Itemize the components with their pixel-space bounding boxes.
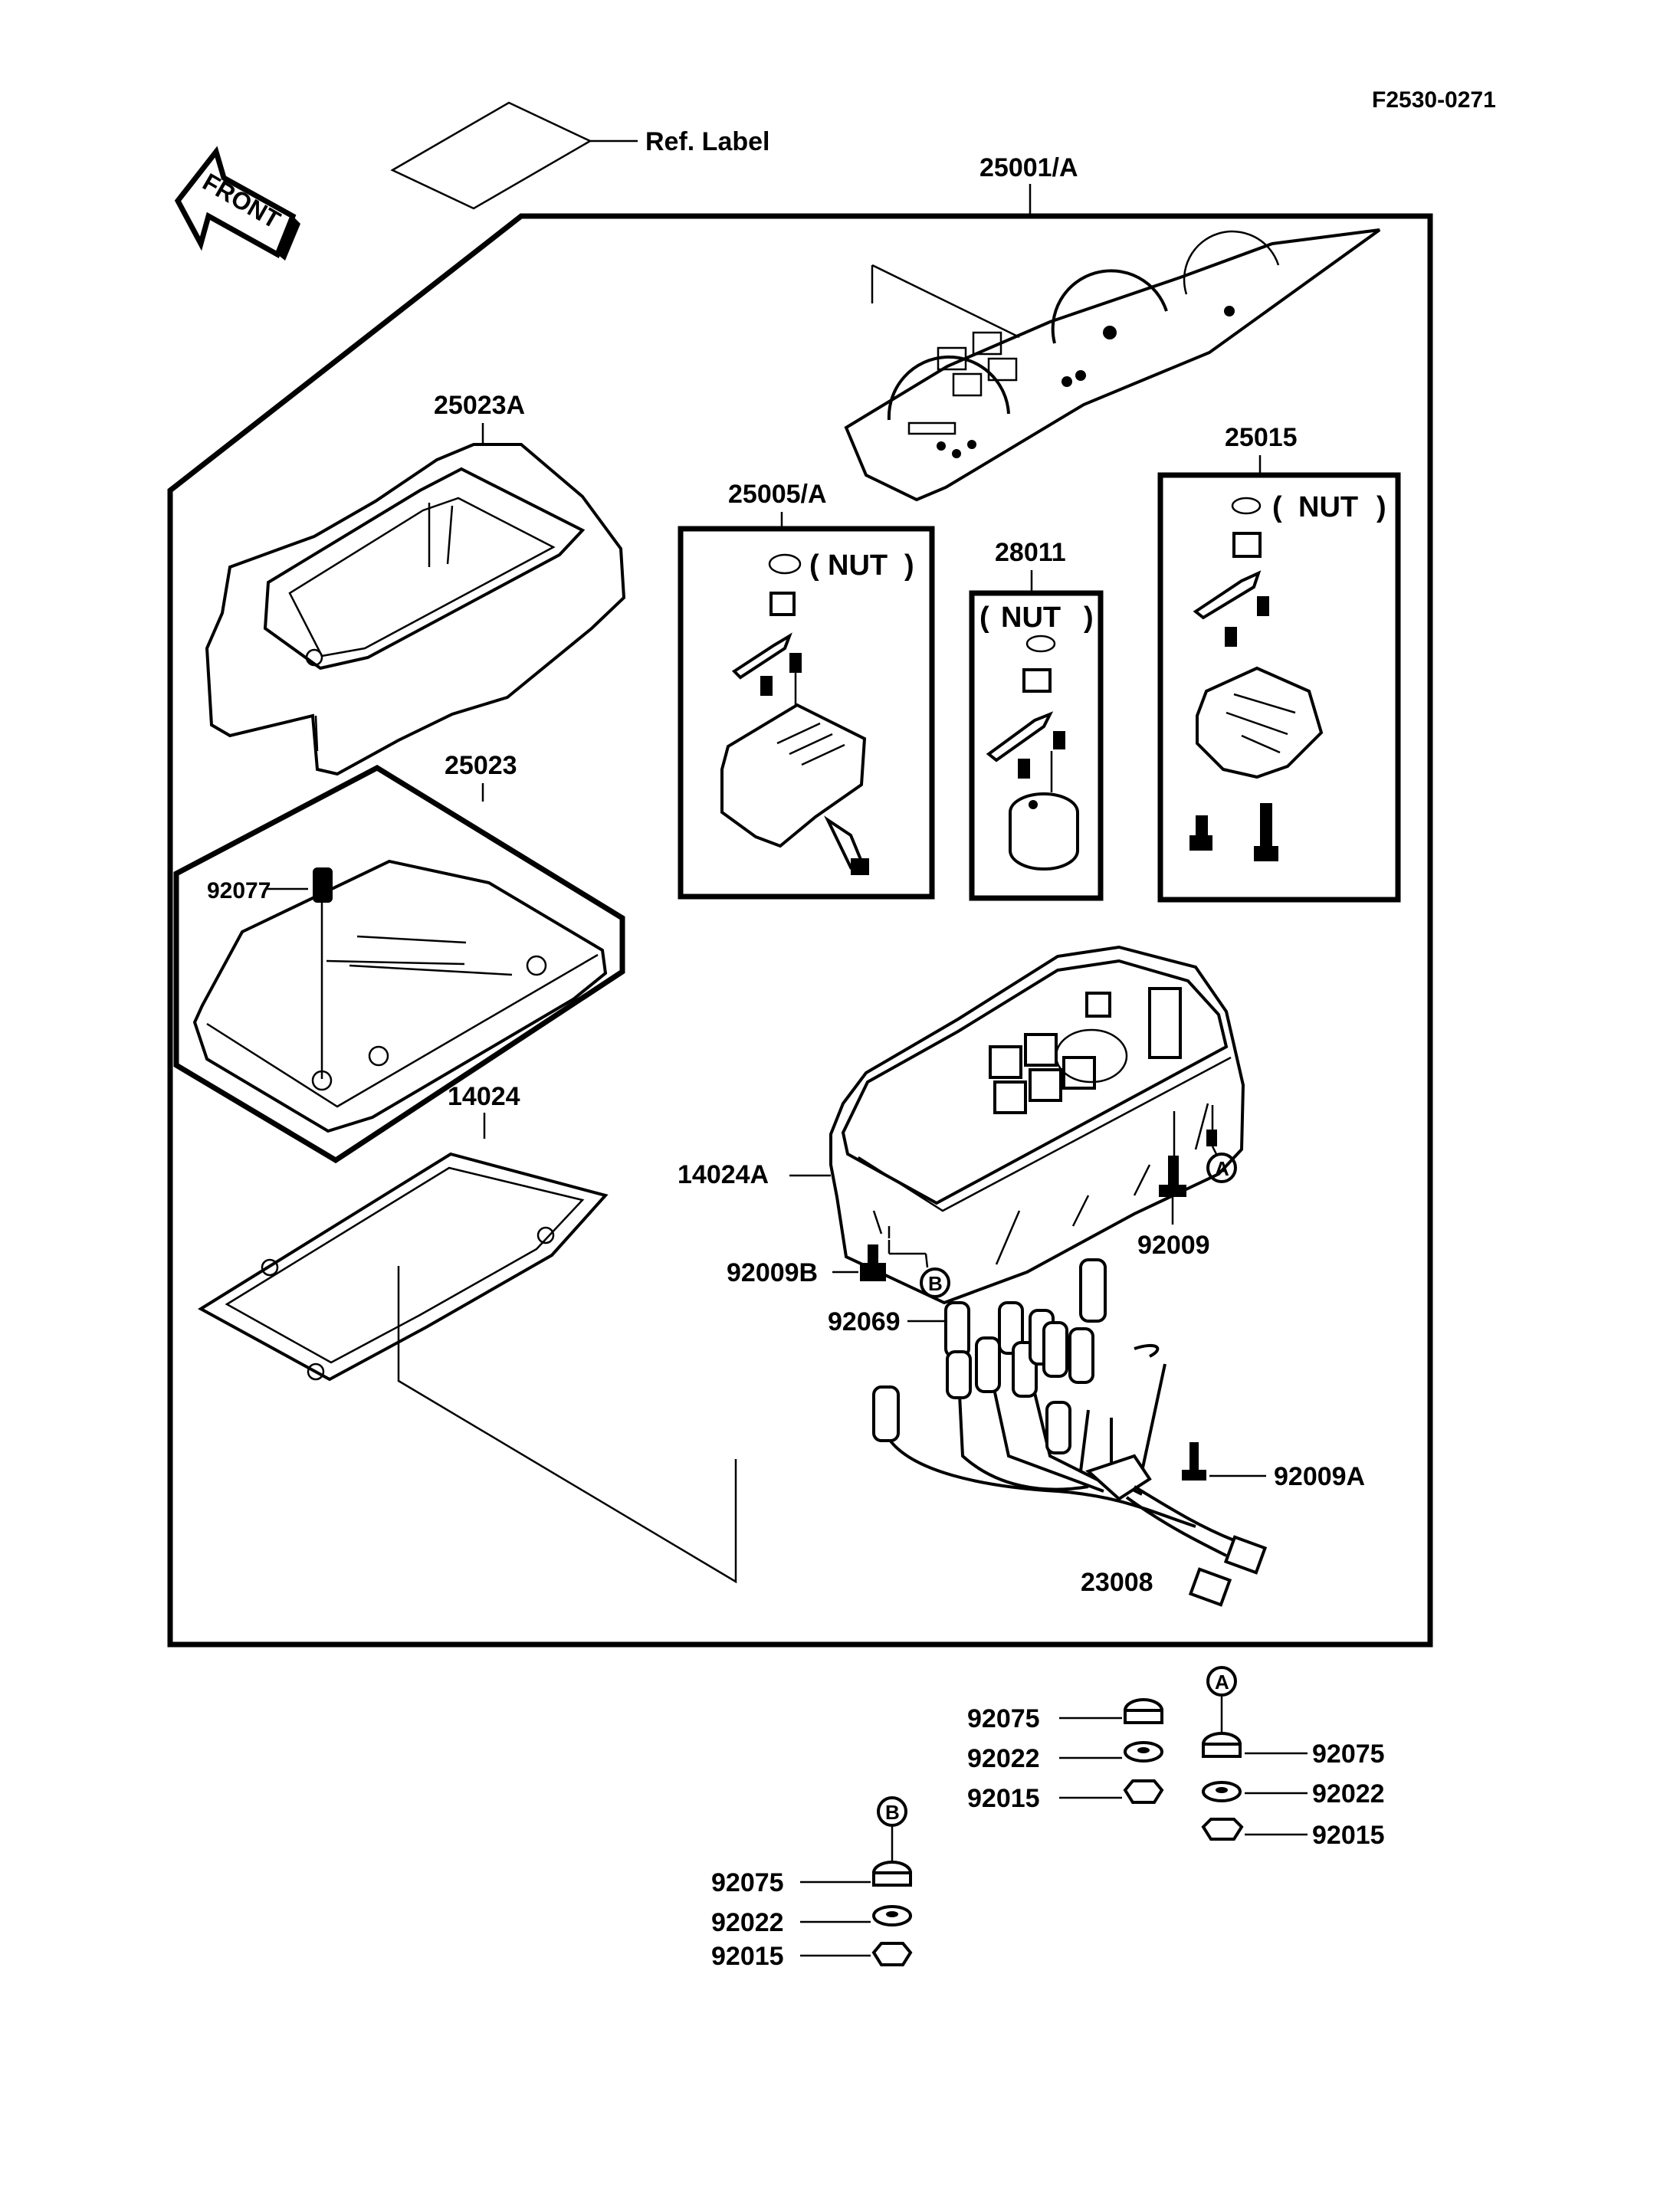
lead-callout: 23008	[1081, 1568, 1153, 1597]
packing-callout: 14024	[448, 1082, 520, 1111]
case-cover-glass	[192, 859, 608, 1133]
socket-92069-callout: 92069	[828, 1307, 901, 1336]
drawing-code: F2530-0271	[1372, 87, 1496, 113]
case-cover-callout: 25023	[445, 751, 517, 780]
packing-gasket	[198, 1152, 609, 1382]
ref-mark-b-hardware: B	[877, 1796, 907, 1864]
speedometer-box	[678, 526, 935, 900]
hardware-set-a-parts	[1201, 1732, 1308, 1841]
case-cover-frame	[173, 764, 625, 1164]
bolt-92009a-callout: 92009A	[1274, 1462, 1365, 1491]
hardware-c-washer-callout: 92022	[711, 1908, 784, 1937]
bolt-92009b-icon	[832, 1240, 929, 1281]
meter-assy-callout: 25001/A	[979, 153, 1078, 182]
bolt-92009b-callout: 92009B	[727, 1258, 818, 1287]
front-arrow-icon: FRONT	[174, 146, 300, 261]
tachometer-callout: 25015	[1225, 423, 1298, 452]
case-lower-callout: 14024A	[678, 1160, 769, 1189]
meter-face-panel	[844, 228, 1381, 502]
bolt-92009-callout: 92009	[1137, 1231, 1210, 1260]
screw-92077-icon	[265, 867, 333, 1079]
packing-guide-line	[397, 1266, 737, 1584]
hardware-c-nut-callout: 92015	[711, 1942, 784, 1971]
ref-mark-b-case: B	[920, 1267, 950, 1298]
ref-mark-b-hardware-label: B	[885, 1801, 900, 1824]
meter-assy-outline	[167, 213, 1433, 1648]
hardware-a-nut-callout: 92015	[1312, 1821, 1385, 1850]
hardware-set-b-parts	[1059, 1698, 1164, 1804]
case-cover-a	[205, 443, 626, 776]
hardware-b-washer-callout: 92022	[967, 1744, 1040, 1773]
socket-harness	[872, 1258, 1268, 1607]
speedometer-nut-label: NUT	[828, 549, 888, 582]
hardware-b-nut-callout: 92015	[967, 1784, 1040, 1813]
speedometer-parts: ( NUT )	[720, 549, 914, 875]
tachometer-box	[1157, 472, 1401, 903]
ref-mark-a-hardware-label: A	[1215, 1671, 1229, 1694]
ref-label-text: Ref. Label	[645, 127, 769, 156]
bolt-92009a-icon	[1182, 1442, 1266, 1481]
ref-mark-a-hardware: A	[1206, 1666, 1237, 1733]
hardware-c-grommet-callout: 92075	[711, 1868, 784, 1897]
fuel-gauge-callout: 28011	[995, 538, 1066, 567]
ref-mark-a-case: A	[1206, 1130, 1237, 1183]
ref-mark-a-case-label: A	[1215, 1157, 1229, 1180]
fuel-gauge-box	[969, 590, 1104, 901]
fuel-gauge-nut-close-paren: )	[1084, 602, 1094, 634]
tachometer-nut-close-paren: )	[1376, 491, 1386, 523]
case-lower	[829, 945, 1245, 1305]
speedometer-nut-close-paren: )	[904, 549, 914, 582]
ref-mark-b-case-label: B	[928, 1272, 943, 1295]
speedometer-callout: 25005/A	[728, 480, 827, 509]
screw-92077-callout: 92077	[207, 878, 271, 903]
tachometer-nut-label: NUT	[1298, 491, 1358, 523]
ref-label-sticker	[390, 101, 638, 210]
fuel-gauge-nut-label: NUT	[1001, 602, 1061, 634]
hardware-a-washer-callout: 92022	[1312, 1779, 1385, 1808]
fuel-gauge-parts: ( NUT )	[979, 602, 1094, 871]
hardware-a-grommet-callout: 92075	[1312, 1740, 1385, 1769]
tachometer-parts: ( NUT )	[1189, 491, 1386, 861]
hardware-set-c-parts	[800, 1861, 913, 1966]
tachometer-nut-open-paren: (	[1272, 491, 1282, 523]
bolt-92009-icon	[1159, 1156, 1186, 1225]
hardware-b-grommet-callout: 92075	[967, 1704, 1040, 1733]
case-cover-a-callout: 25023A	[434, 391, 525, 420]
fuel-gauge-nut-open-paren: (	[979, 602, 989, 634]
speedometer-nut-open-paren: (	[809, 549, 819, 582]
